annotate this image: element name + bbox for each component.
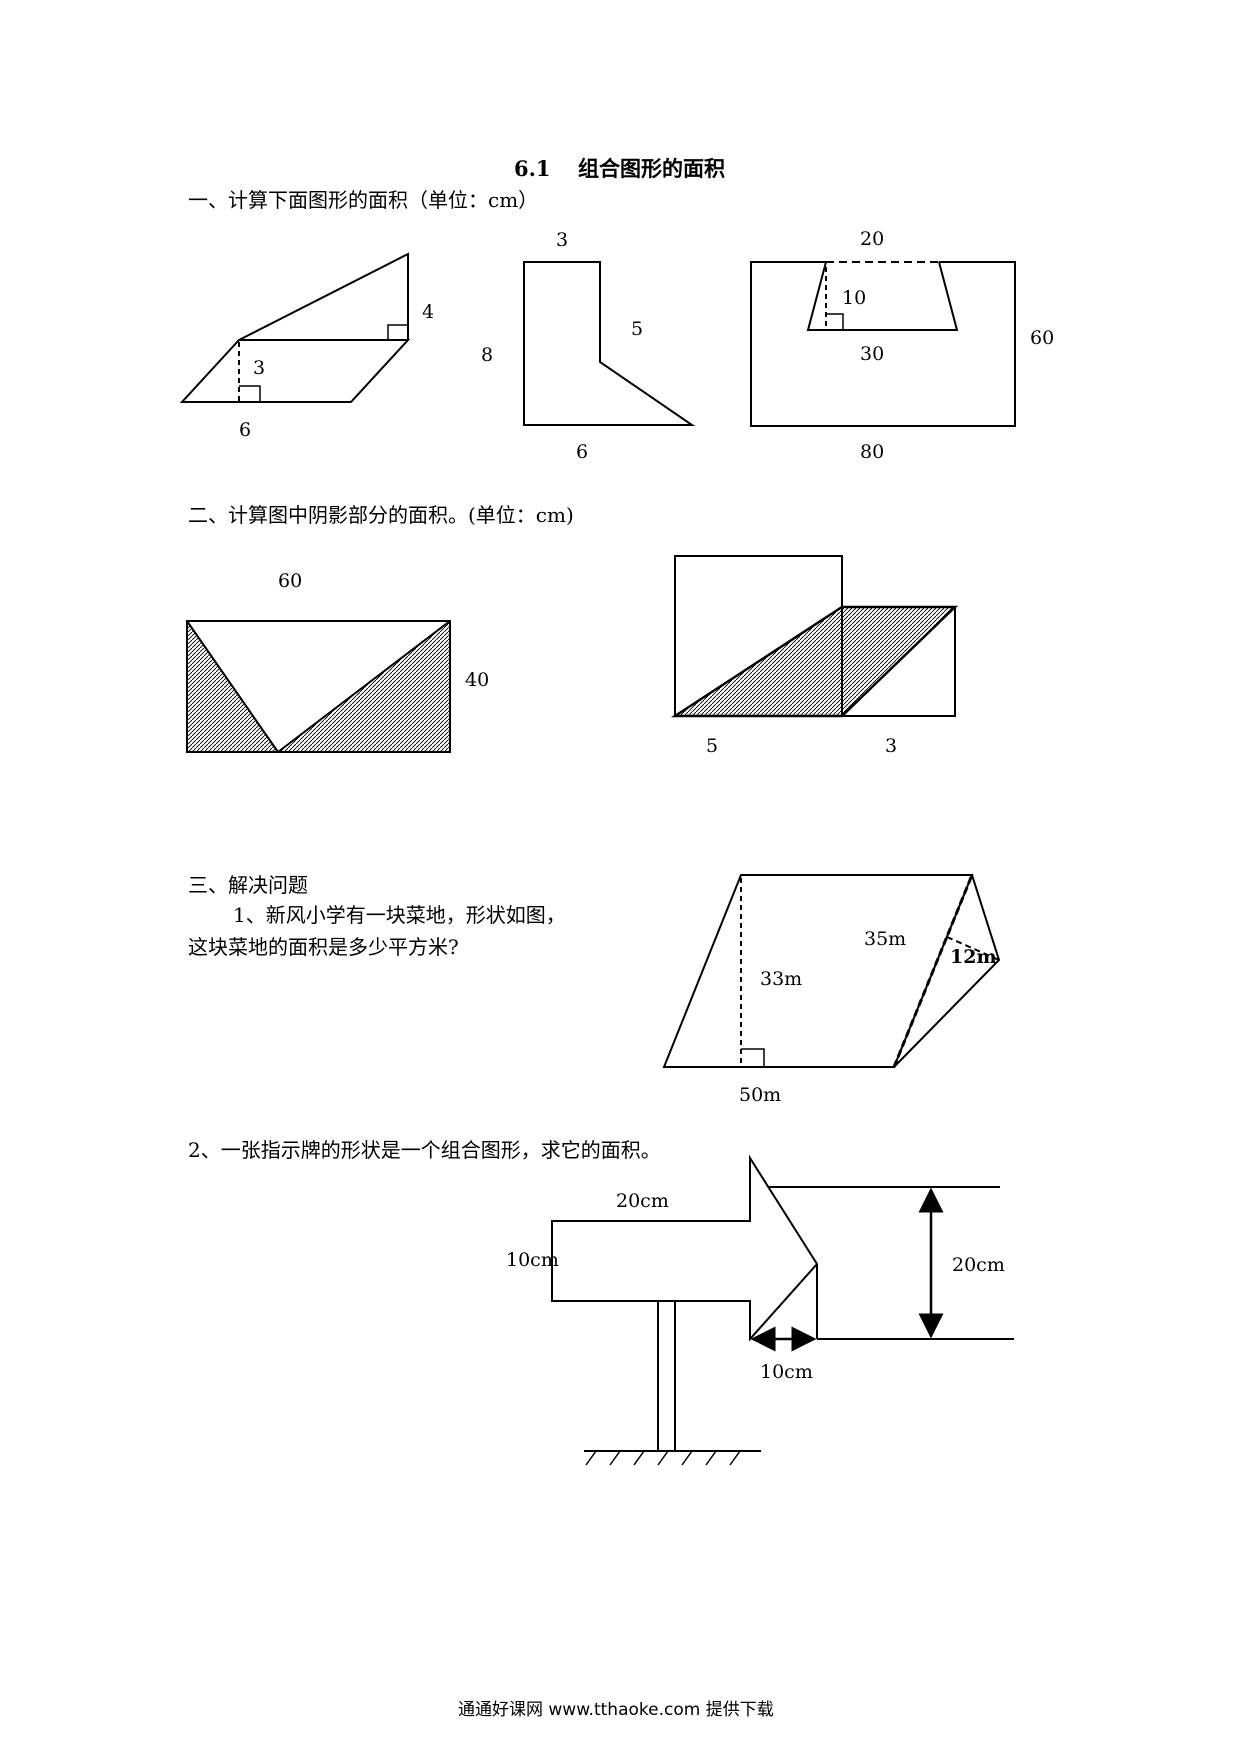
- footer-text: 通通好课网 www.tthaoke.com 提供下载: [458, 1700, 774, 1720]
- s1-fig2-bottom-label: 6: [576, 441, 588, 463]
- q1-height-label: 33m: [760, 968, 802, 990]
- s1-fig3-height-label: 10: [842, 287, 866, 309]
- s1-fig1-base-label: 6: [239, 419, 251, 441]
- q2-head-height-label: 20cm: [952, 1254, 1005, 1276]
- s2-fig1-height-label: 40: [465, 669, 489, 691]
- q1-text-line2: 这块菜地的面积是多少平方米?: [188, 935, 459, 959]
- q2-head-width-label: 10cm: [760, 1361, 813, 1383]
- page-title: 组合图形的面积: [578, 156, 725, 181]
- page-title-number: 6.1: [514, 156, 551, 181]
- s2-fig2-right-label: 3: [885, 735, 897, 757]
- q1-base-label: 50m: [739, 1084, 781, 1106]
- s1-fig3-shape: [750, 261, 1016, 427]
- q1-text-line1: 1、新风小学有一块菜地，形状如图，: [233, 903, 566, 927]
- s2-fig1-width-label: 60: [278, 570, 302, 592]
- section1-heading: 一、计算下面图形的面积（单位：cm）: [188, 188, 539, 212]
- s1-fig2-top-label: 3: [556, 229, 568, 251]
- s1-fig1-shape: [179, 252, 411, 403]
- s1-fig2-shape: [523, 261, 696, 426]
- s1-fig2-right-label: 5: [631, 318, 643, 340]
- s2-fig2-left-label: 5: [706, 735, 718, 757]
- s1-fig1-height-label: 3: [253, 357, 265, 379]
- q2-width-label: 10cm: [506, 1249, 559, 1271]
- s1-fig2-left-label: 8: [481, 344, 493, 366]
- s1-fig3-bottom-label: 80: [860, 441, 884, 463]
- s1-fig3-top-label: 20: [860, 228, 884, 250]
- s2-fig2-outline: [670, 555, 959, 718]
- q1-field-shape: [662, 874, 1001, 1068]
- s2-fig1-outline: [186, 620, 451, 753]
- s1-fig3-right-label: 60: [1030, 327, 1054, 349]
- q1-tri-height-label: 12m: [950, 946, 997, 968]
- s2-fig2-shaded-region: [675, 607, 955, 716]
- q1-slant-label: 35m: [864, 928, 906, 950]
- q2-length-label: 20cm: [616, 1190, 669, 1212]
- section3-heading: 三、解决问题: [188, 873, 308, 897]
- q2-sign-shape: [551, 1154, 1014, 1466]
- s1-fig1-side-label: 4: [422, 301, 434, 323]
- s1-fig3-trap-bottom-label: 30: [860, 343, 884, 365]
- q2-text: 2、一张指示牌的形状是一个组合图形，求它的面积。: [188, 1138, 661, 1162]
- section2-heading: 二、计算图中阴影部分的面积。(单位：cm): [188, 503, 574, 527]
